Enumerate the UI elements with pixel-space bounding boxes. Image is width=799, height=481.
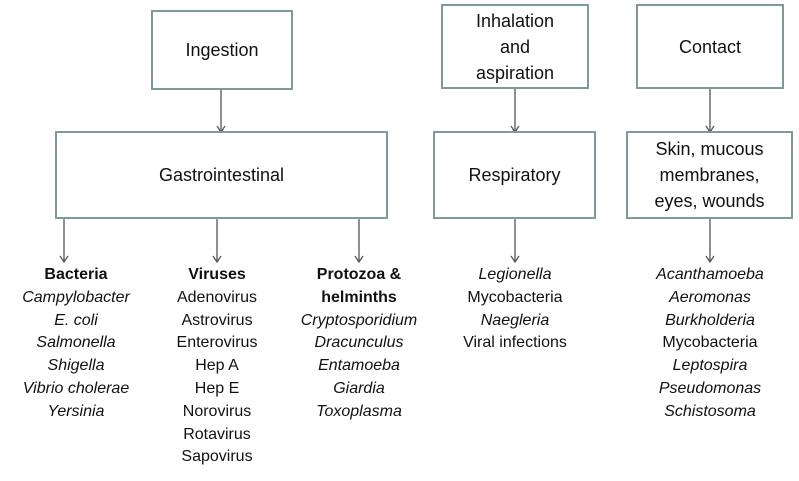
- list-item: Yersinia: [47, 402, 105, 420]
- list-item: Legionella: [478, 266, 552, 283]
- list-item: Viral infections: [463, 334, 567, 352]
- box-label-line: aspiration: [475, 62, 555, 83]
- list-item: Campylobacter: [22, 288, 130, 306]
- list-item: Vibrio cholerae: [22, 379, 130, 397]
- box-label-line: eyes, wounds: [654, 191, 765, 211]
- list-heading: Viruses: [188, 266, 246, 283]
- box-label-line: membranes,: [659, 165, 760, 185]
- list-item: Rotavirus: [183, 425, 251, 443]
- box-label: Gastrointestinal: [159, 162, 284, 188]
- box-label: Skin, mucous membranes, eyes, wounds: [654, 136, 764, 214]
- list-item: Schistosoma: [664, 402, 756, 420]
- box-label-line: Respiratory: [468, 165, 561, 185]
- list-item: Dracunculus: [314, 334, 404, 352]
- list-item: Aeromonas: [669, 288, 751, 306]
- skin-box: Skin, mucous membranes, eyes, wounds: [626, 131, 793, 219]
- box-label-line: and: [499, 36, 531, 57]
- box-label: Contact: [679, 34, 741, 60]
- box-label: Ingestion: [185, 37, 258, 63]
- list-item: Adenovirus: [176, 288, 258, 306]
- list-item: Sapovirus: [181, 448, 253, 466]
- contact-box: Contact: [636, 4, 784, 89]
- box-label: Respiratory: [468, 162, 560, 188]
- inhalation-box: Inhalation and aspiration: [441, 4, 589, 89]
- ingestion-box: Ingestion: [151, 10, 293, 90]
- box-label-line: Inhalation: [475, 10, 555, 31]
- list-item: E. coli: [54, 311, 98, 329]
- list-item: Entamoeba: [318, 357, 400, 375]
- gastrointestinal-box: Gastrointestinal: [55, 131, 388, 219]
- list-item: Leptospira: [672, 357, 748, 375]
- box-label-line: Contact: [678, 36, 742, 57]
- list-item: Mycobacteria: [662, 334, 758, 352]
- list-item: Shigella: [47, 357, 105, 375]
- list-item: Astrovirus: [181, 311, 253, 329]
- box-label-line: Skin, mucous: [655, 139, 764, 159]
- list-item: Burkholderia: [665, 311, 755, 329]
- list-item: Naegleria: [480, 311, 550, 329]
- list-item: Enterovirus: [176, 334, 258, 352]
- box-label: Inhalation and aspiration: [476, 8, 554, 86]
- list-item: Cryptosporidium: [300, 311, 418, 329]
- list-item: Giardia: [333, 379, 385, 397]
- list-item: Salmonella: [36, 334, 116, 352]
- list-item: Mycobacteria: [467, 288, 563, 306]
- box-label-line: Ingestion: [185, 40, 259, 60]
- list-item: Norovirus: [182, 402, 252, 420]
- list-heading: helminths: [321, 288, 397, 306]
- list-item: Toxoplasma: [316, 402, 402, 420]
- list-item: Pseudomonas: [658, 379, 762, 397]
- list-item: Acanthamoeba: [656, 266, 764, 283]
- list-heading: Protozoa &: [316, 266, 402, 283]
- box-label-line: Gastrointestinal: [158, 165, 285, 185]
- list-item: Hep E: [194, 379, 240, 397]
- respiratory-box: Respiratory: [433, 131, 596, 219]
- list-item: Hep A: [195, 357, 239, 375]
- list-heading: Bacteria: [44, 266, 108, 283]
